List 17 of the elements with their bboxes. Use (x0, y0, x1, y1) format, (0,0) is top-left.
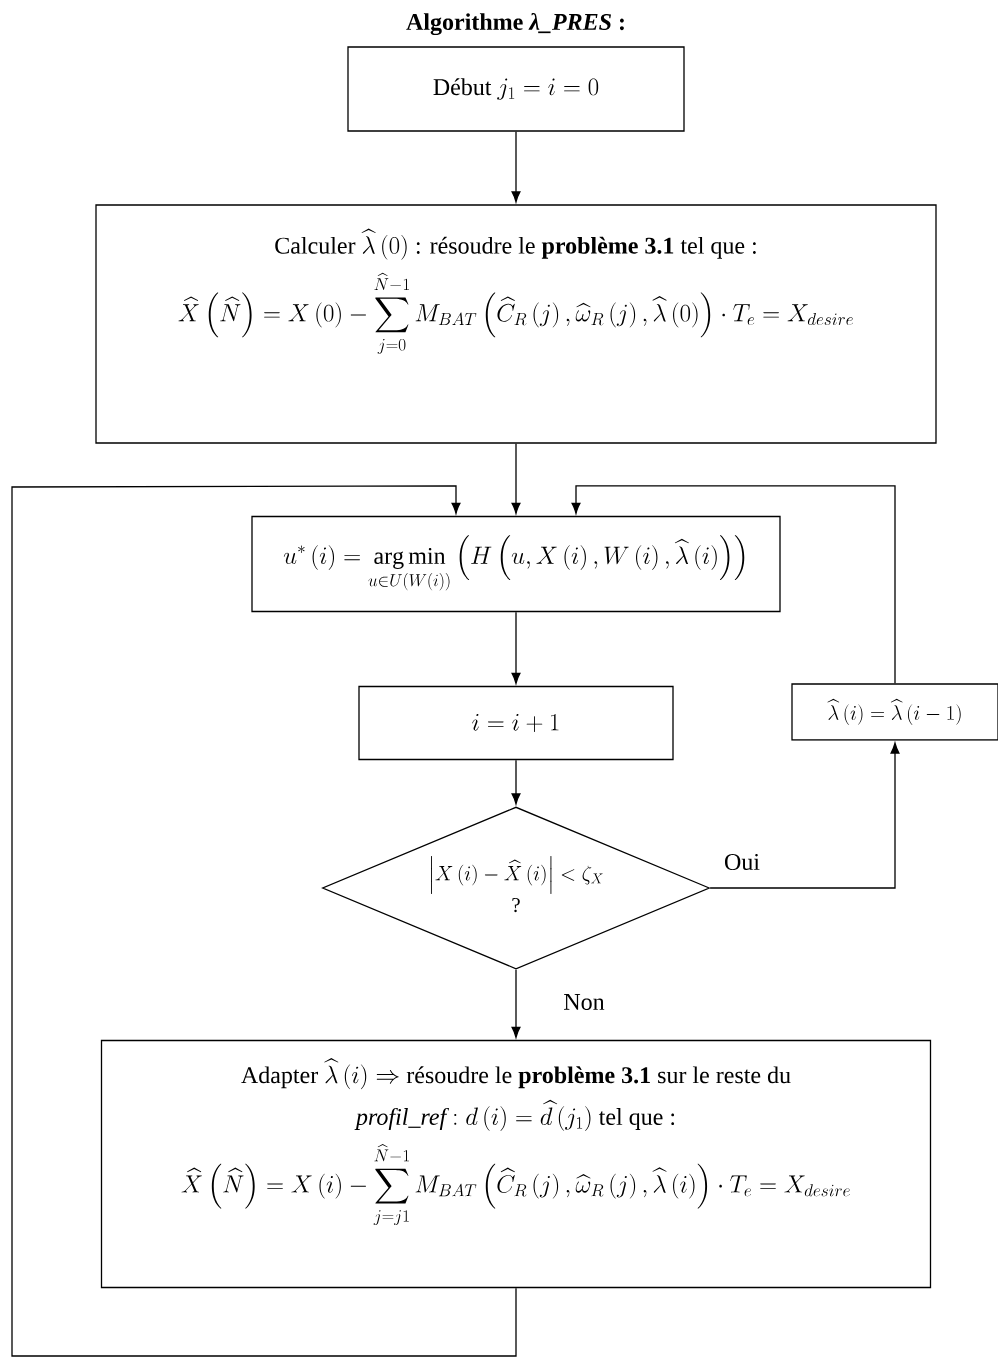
arrow (511, 131, 521, 203)
arrow (511, 443, 521, 514)
arrow (511, 611, 521, 684)
edge-label: Oui (725, 853, 760, 871)
start-box: Début $j_1 = i = 0$ (347, 46, 685, 132)
process-box: Adapter $\widehat{\lambda}\left(i\right)\Rightarrow$ résoudre le problème 3.1 sur le reste du profil_ref $: d\left(i\right) = \widehat{d}\left(j_1\right)$ tel que : $\widehat{X}\left(\widehat{N}\right) = X\left(i\right) - \sum_{j=j1}^{\widehat{N}-1} M_{BAT}\left(\widehat{C}_R\left(j\right), \widehat{\omega}_R\left(j\right), \widehat{\lambda}\left(i\right)\right)\cdot T_e = X_{desire}$ (100, 1039, 932, 1289)
arrow (709, 742, 900, 889)
edge-label: Non (564, 994, 605, 1010)
arrow (511, 969, 521, 1038)
arrow (571, 485, 896, 684)
process-box: $i = i + 1$ (358, 685, 674, 761)
process-box: Calculer $\widehat{\lambda}\left(0\right)$ : résoudre le problème 3.1 tel que : $\widehat{X}\left(\widehat{N}\right) = X\left(0\right) - \sum_{j=0}^{\widehat{N}-1} M_{BAT}\left(\widehat{C}_R\left(j\right), \widehat{\omega}_R\left(j\right), \widehat{\lambda}\left(0\right)\right)\cdot T_e = X_{desire}$ (95, 204, 937, 444)
process-box: $u^{*}\left(i\right) = \mathop{\mathrm{arg\,min}}\limits_{u\in U\left(W\left(i\right)\right)}\left(H\left(u, X\left(i\right), W\left(i\right), \widehat{\lambda}\left(i\right)\right)\right)$ (251, 515, 781, 613)
arrow (511, 759, 521, 805)
arrow (11, 485, 517, 1357)
title: Algorithme λ_PRES : (406, 12, 624, 36)
process-box: $\widehat{\lambda}\left(i\right) = \widehat{\lambda}\left(i-1\right)$ (791, 683, 998, 741)
